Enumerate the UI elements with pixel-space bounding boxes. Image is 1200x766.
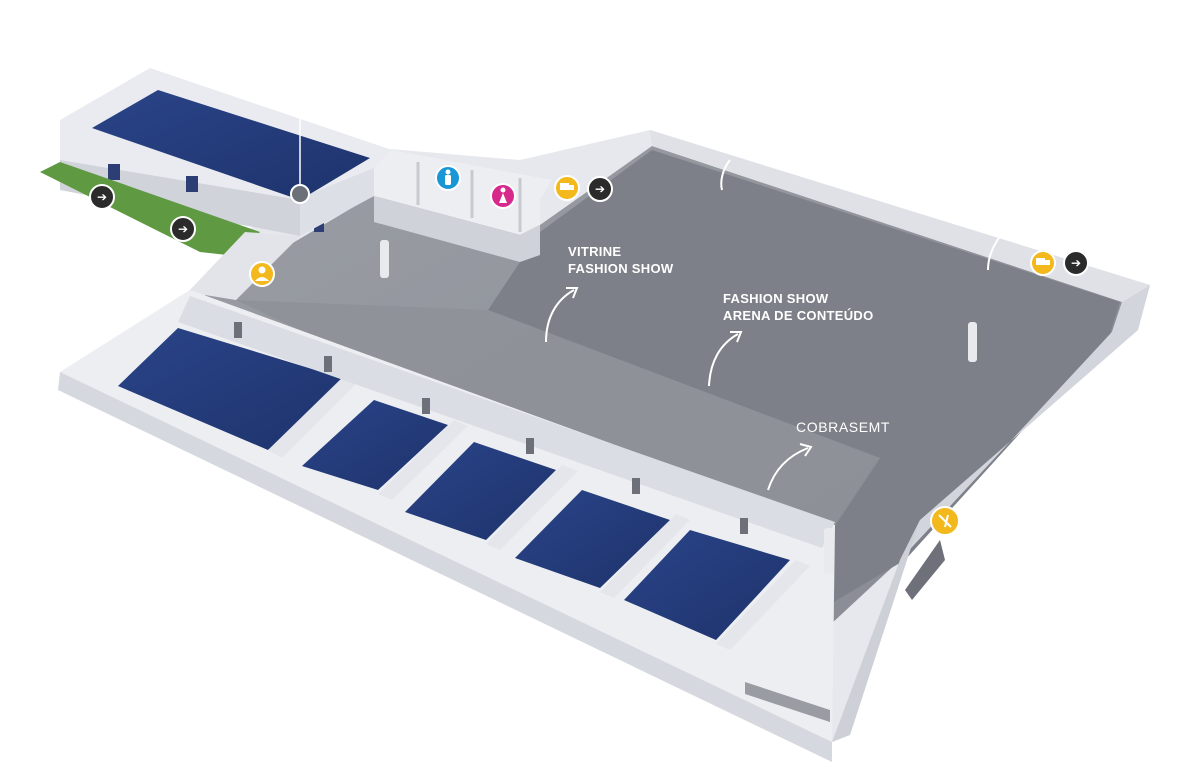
- emergency-exit-icon[interactable]: ➔: [89, 184, 115, 210]
- meeting-room-floor: [118, 328, 348, 450]
- south-wing-front-wall: [58, 372, 832, 762]
- column: [968, 322, 977, 362]
- column: [824, 528, 834, 574]
- cargo-truck-icon[interactable]: [1030, 250, 1056, 276]
- cobrasemt-arrow: [767, 447, 809, 491]
- restroom-block-front: [374, 196, 540, 262]
- emergency-exit-icon[interactable]: ➔: [1063, 250, 1089, 276]
- arrow-head: [730, 331, 743, 343]
- west-wall: [190, 232, 300, 300]
- room-door: [526, 438, 534, 454]
- arrow-head: [566, 287, 579, 299]
- women-restroom-icon[interactable]: [490, 183, 516, 209]
- room-door: [324, 356, 332, 372]
- annex-door: [108, 164, 120, 180]
- hall-north-wall: [650, 130, 1150, 302]
- arrow-head: [799, 443, 813, 457]
- column: [380, 240, 389, 278]
- entrance-arrow: [967, 521, 1031, 545]
- men-restroom-icon[interactable]: [435, 165, 461, 191]
- entrance-ramp: [905, 540, 945, 600]
- meeting-room-floor: [624, 530, 790, 640]
- svg-text:➔: ➔: [1071, 256, 1081, 270]
- room-door: [632, 478, 640, 494]
- room-door: [234, 322, 242, 338]
- vitrine-label-line1: VITRINE: [568, 244, 621, 259]
- meeting-room-floor: [302, 400, 448, 490]
- loading-bay: [745, 682, 830, 722]
- cobrasemt-label: COBRASEMT: [796, 419, 890, 435]
- south-corridor-wall: [178, 296, 835, 548]
- entrance-icon[interactable]: [930, 506, 960, 536]
- hall-east-wall: [900, 285, 1150, 560]
- user-service-icon[interactable]: [249, 261, 275, 287]
- room-partition: [716, 560, 810, 650]
- emergency-exit-icon[interactable]: ➔: [170, 216, 196, 242]
- room-partition: [600, 514, 690, 598]
- corridor-strip: [236, 300, 880, 652]
- arena-zone: [488, 150, 1120, 650]
- annex-door: [186, 176, 198, 192]
- room-partition: [486, 465, 578, 550]
- emergency-exit-icon[interactable]: ➔: [587, 176, 613, 202]
- room-partition: [378, 420, 468, 500]
- grass-strip: [40, 162, 260, 256]
- room-door: [422, 398, 430, 414]
- svg-text:➔: ➔: [97, 190, 107, 204]
- hall-southeast-wall: [832, 520, 920, 742]
- meeting-room-floor: [405, 442, 556, 540]
- svg-text:➔: ➔: [595, 182, 605, 196]
- meeting-room-floor: [515, 490, 670, 588]
- arena-label-line1: FASHION SHOW: [723, 291, 829, 306]
- vitrine-label-line2: FASHION SHOW: [568, 261, 674, 276]
- cargo-truck-icon[interactable]: [554, 175, 580, 201]
- arena-label-line2: ARENA DE CONTEÚDO: [723, 308, 874, 323]
- room-door: [740, 518, 748, 534]
- arena-arrow: [708, 333, 739, 387]
- wall-marker-arc: [987, 235, 1001, 271]
- connector-wall: [300, 168, 374, 236]
- svg-text:➔: ➔: [178, 222, 188, 236]
- info-pin-icon[interactable]: [290, 184, 310, 204]
- room-partition: [268, 372, 362, 458]
- vitrine-arrow: [545, 289, 575, 343]
- wall-marker-arc: [720, 159, 731, 191]
